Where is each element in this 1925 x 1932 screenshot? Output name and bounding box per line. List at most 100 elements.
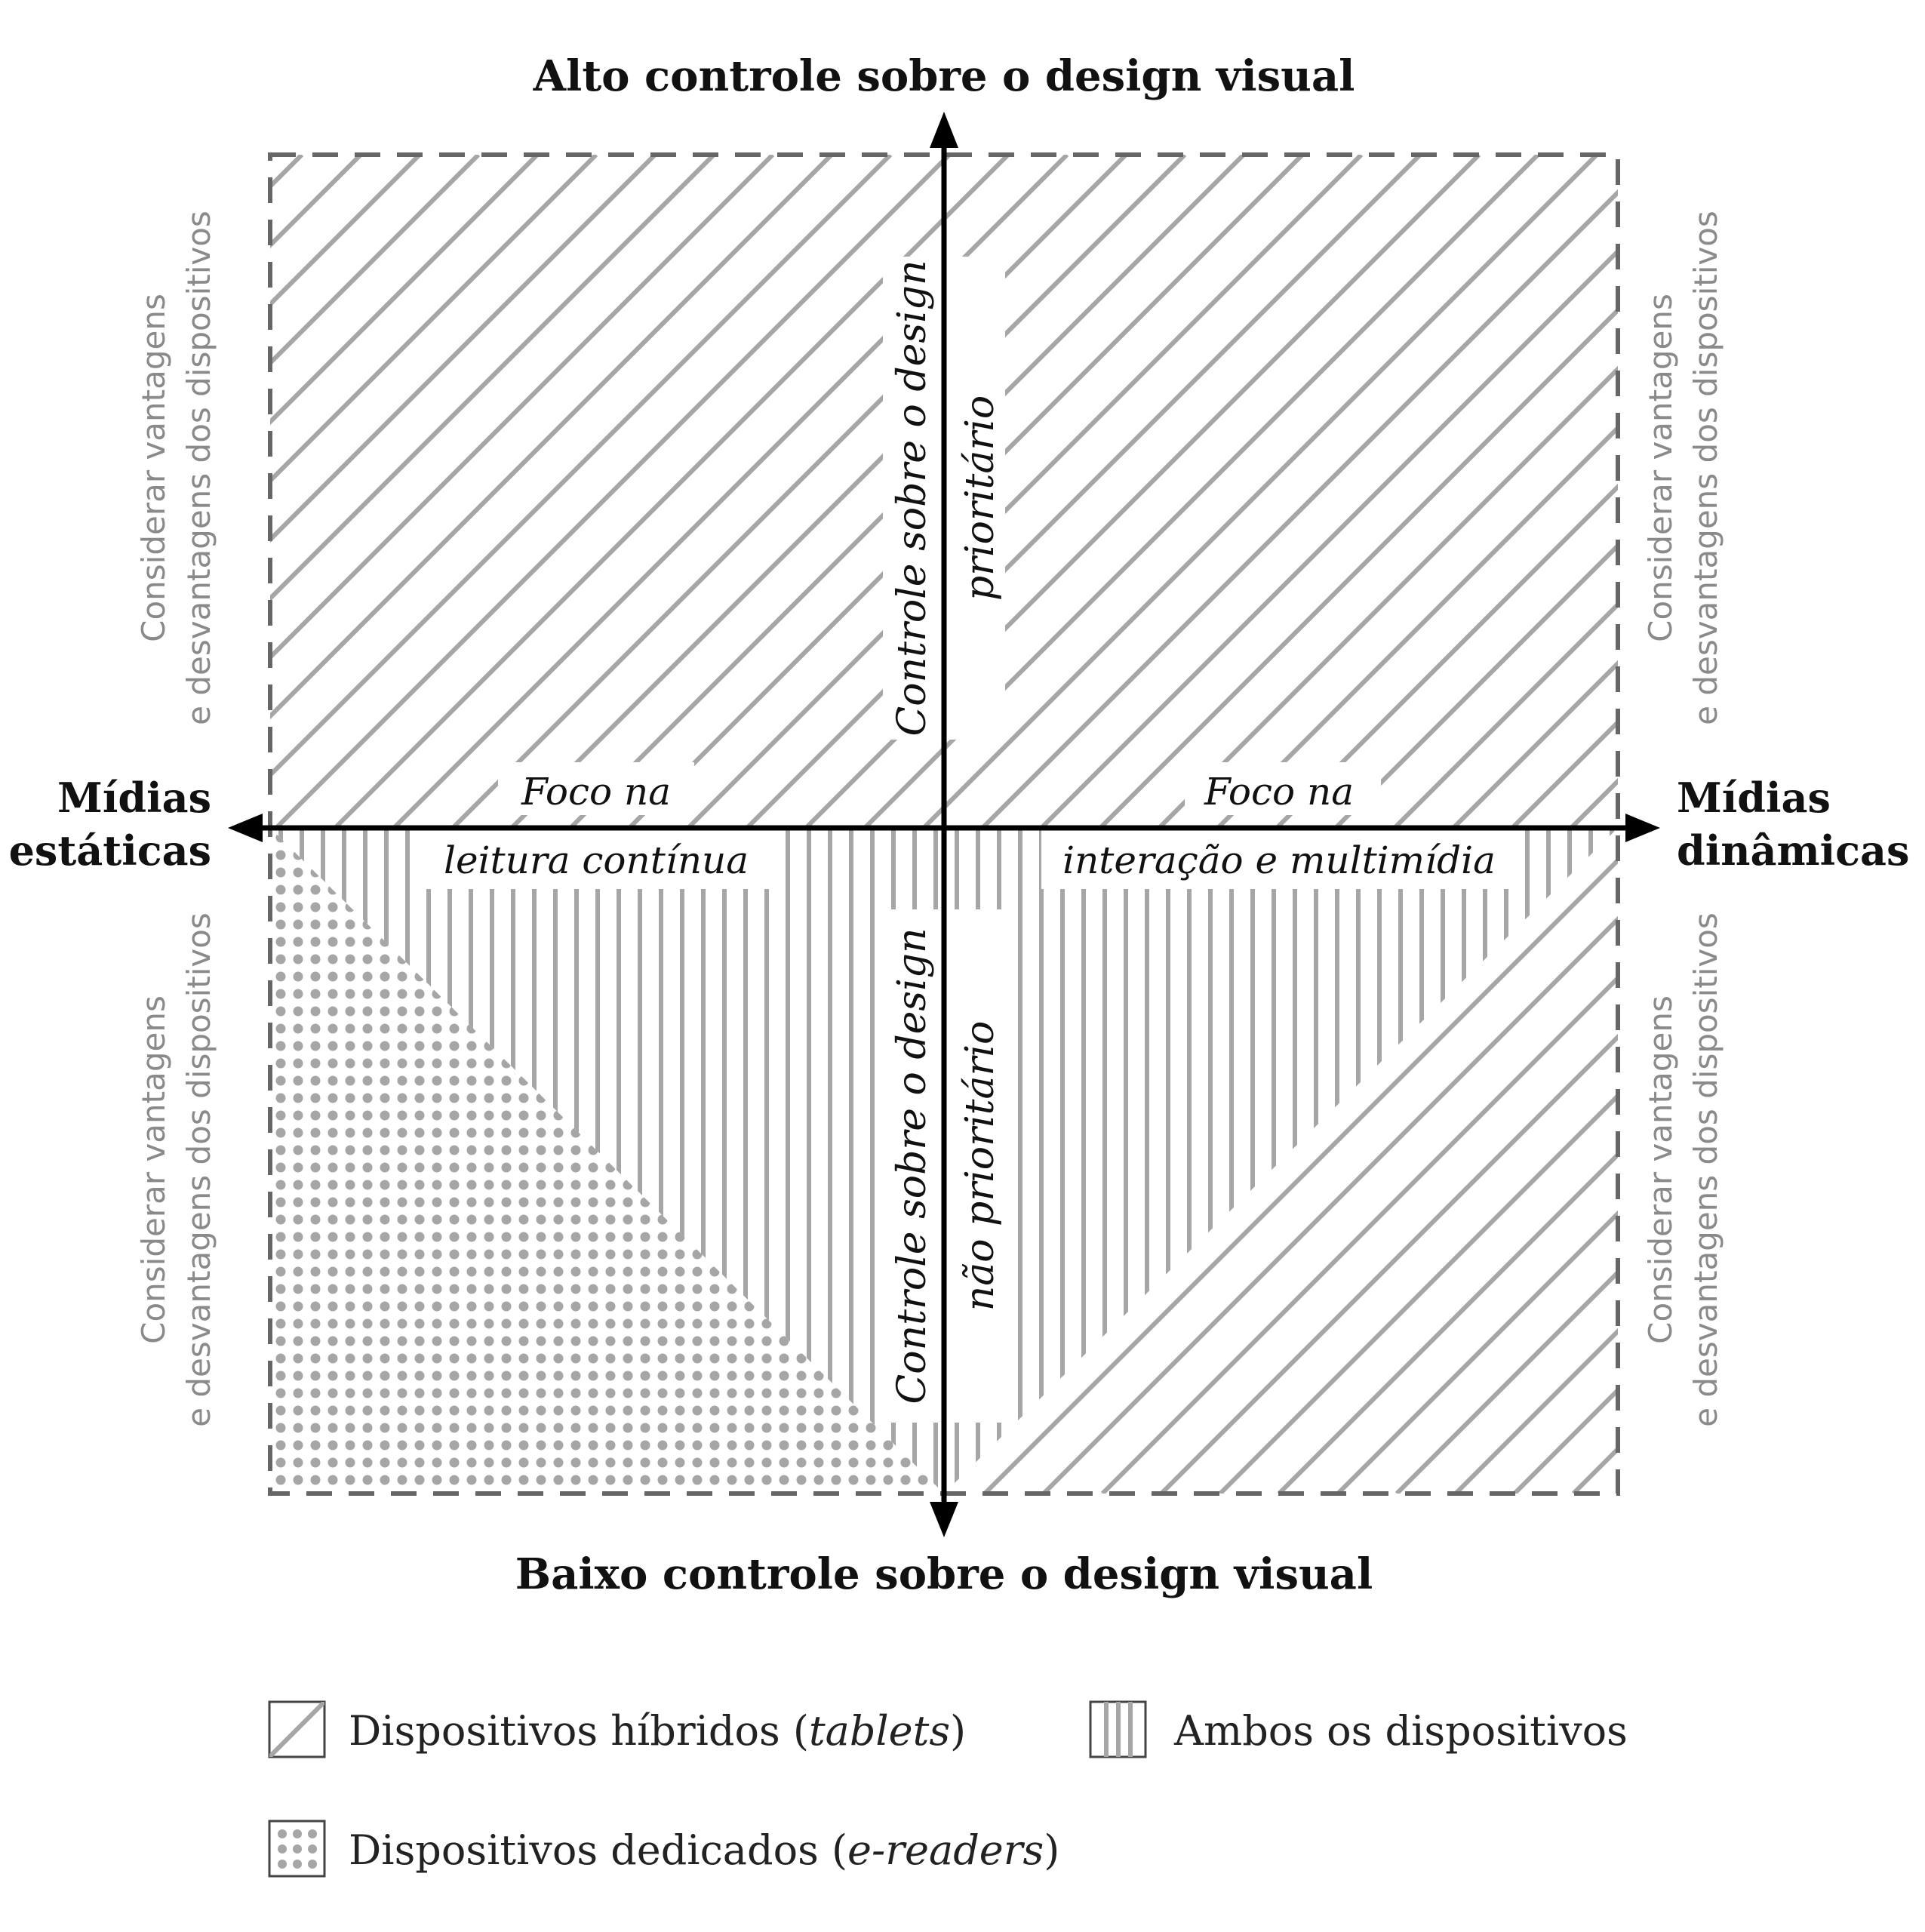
dot-pattern-dot (414, 1214, 425, 1225)
dot-pattern-dot (380, 1353, 390, 1364)
dot-pattern-dot (623, 989, 633, 999)
dot-pattern-dot (466, 1440, 477, 1451)
dot-pattern-dot (588, 1284, 598, 1294)
dot-pattern-dot (327, 1162, 338, 1173)
dot-pattern-dot (692, 919, 703, 930)
dot-pattern-dot (727, 902, 737, 912)
diagonal-hatch-icon (268, 1700, 326, 1758)
dot-pattern-dot (518, 1284, 529, 1294)
dot-pattern-dot (831, 971, 841, 982)
dot-pattern-dot (362, 1023, 373, 1034)
dot-pattern-dot (727, 1093, 737, 1103)
dot-pattern-dot (362, 1318, 373, 1329)
dot-pattern-dot (501, 1423, 512, 1433)
dot-pattern-dot (432, 1249, 442, 1260)
dot-pattern-dot (640, 1457, 650, 1468)
dot-pattern-dot (293, 1093, 303, 1103)
dot-pattern-dot (397, 1145, 407, 1155)
dot-pattern-dot (588, 1440, 598, 1451)
dot-pattern-dot (362, 1041, 373, 1051)
dot-pattern-dot (432, 954, 442, 964)
dot-pattern-dot (675, 1301, 685, 1312)
dot-pattern-dot (761, 1388, 772, 1398)
dot-pattern-dot (570, 1197, 581, 1208)
dot-pattern-dot (588, 1162, 598, 1173)
dot-pattern-dot (848, 1423, 859, 1433)
dot-pattern-dot (536, 1214, 546, 1225)
dot-pattern-dot (831, 1093, 841, 1103)
dot-pattern-dot (518, 1353, 529, 1364)
dot-pattern-dot (466, 1266, 477, 1277)
dot-pattern-dot (848, 1457, 859, 1468)
dot-pattern-dot (518, 1145, 529, 1155)
dot-pattern-dot (692, 1475, 703, 1485)
side-note-top-left: Considerar vantagens e desvantagens dos … (135, 211, 217, 725)
dot-pattern-dot (327, 1232, 338, 1242)
dot-pattern-dot (570, 1214, 581, 1225)
dot-pattern-dot (605, 1284, 616, 1294)
dot-pattern-dot (727, 1457, 737, 1468)
dot-pattern-dot (605, 1180, 616, 1190)
diagonal-hatch-line (743, 155, 1422, 828)
dot-pattern-dot (536, 1475, 546, 1485)
dot-pattern-dot (466, 1110, 477, 1121)
dot-pattern-dot (813, 1110, 824, 1121)
dot-pattern-dot (536, 1197, 546, 1208)
dot-pattern-dot (432, 1405, 442, 1416)
dot-pattern-dot (605, 1058, 616, 1069)
dot-pattern-dot (536, 1180, 546, 1190)
dot-pattern-dot (501, 1284, 512, 1294)
dot-pattern-dot (518, 1318, 529, 1329)
legend-dedicated-prefix: Dispositivos dedicados ( (349, 1826, 847, 1874)
dot-pattern-dot (813, 1006, 824, 1017)
dot-pattern-dot (449, 1180, 460, 1190)
dot-pattern-dot (449, 1266, 460, 1277)
dot-pattern-dot (380, 1457, 390, 1468)
dot-pattern-dot (345, 1440, 355, 1451)
dot-pattern-dot (310, 832, 321, 843)
dot-pattern-dot (293, 1388, 303, 1398)
dot-pattern-dot (397, 1249, 407, 1260)
dot-pattern-dot (727, 919, 737, 930)
left-focus-label-bg-1 (498, 762, 694, 815)
dot-pattern-dot (709, 989, 720, 999)
dot-pattern-dot (796, 1371, 807, 1381)
dot-pattern-dot (380, 1023, 390, 1034)
dot-pattern-dot (362, 1405, 373, 1416)
dot-pattern-dot (327, 1440, 338, 1451)
dot-pattern-dot (640, 1214, 650, 1225)
dot-pattern-dot (813, 1128, 824, 1138)
dot-pattern-dot (675, 1475, 685, 1485)
dot-pattern-dot (570, 1162, 581, 1173)
dot-pattern-dot (327, 954, 338, 964)
dot-pattern-dot (536, 989, 546, 999)
dot-pattern-dot (605, 1423, 616, 1433)
dot-pattern-dot (380, 1336, 390, 1346)
diagonal-hatch-line (684, 155, 1364, 828)
dot-grid-icon (268, 1820, 326, 1878)
dot-pattern-dot (796, 1318, 807, 1329)
dot-pattern-dot (744, 1440, 755, 1451)
dot-pattern-dot (310, 1423, 321, 1433)
dot-pattern-dot (675, 1457, 685, 1468)
dot-pattern-dot (518, 1475, 529, 1485)
dot-pattern-dot (536, 954, 546, 964)
dot-pattern-dot (553, 1423, 564, 1433)
dot-pattern-dot (605, 1301, 616, 1312)
dot-pattern-dot (414, 1058, 425, 1069)
dot-pattern-dot (327, 1110, 338, 1121)
dot-pattern-dot (397, 1318, 407, 1329)
dot-pattern-dot (831, 867, 841, 878)
dot-pattern-dot (397, 1336, 407, 1346)
dot-pattern-dot (345, 1249, 355, 1260)
dot-pattern-dot (449, 1318, 460, 1329)
dot-pattern-dot (623, 1145, 633, 1155)
dot-pattern-dot (275, 971, 286, 982)
dot-pattern-dot (484, 1301, 494, 1312)
dot-pattern-dot (518, 1058, 529, 1069)
dot-pattern-dot (779, 1405, 789, 1416)
dot-pattern-dot (536, 1093, 546, 1103)
dot-pattern-dot (432, 1145, 442, 1155)
dot-pattern-dot (414, 1266, 425, 1277)
dot-pattern-dot (484, 1128, 494, 1138)
